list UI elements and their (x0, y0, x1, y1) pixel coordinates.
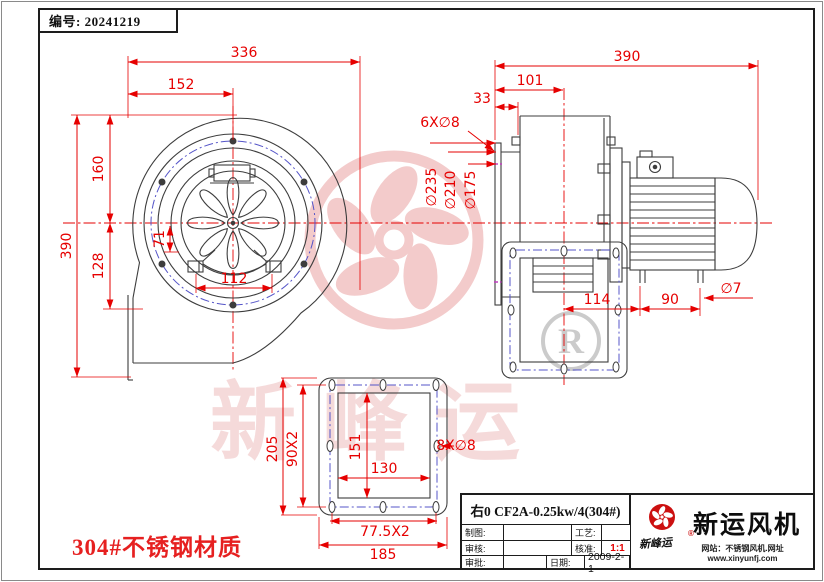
dim-151: 151 (348, 434, 364, 461)
serial-number-box: 编号: 20241219 (38, 8, 178, 33)
company-site-line1: 网站：不锈钢风机.网址 (701, 544, 784, 553)
motor (629, 150, 758, 283)
side-view: 390 101 33 6X∅8 ∅235 ∅210 ∅175 114 90 ∅7 (420, 49, 759, 385)
inlet-flange-plate (494, 142, 502, 306)
approver-value (504, 556, 547, 569)
dim-flange-holes: 8X∅8 (436, 438, 476, 454)
approver-label: 审批: (462, 556, 504, 569)
front-view: 336 152 390 160 128 112 71 (59, 45, 361, 381)
scale-value: 1:1 (602, 541, 630, 556)
drafter-value (504, 525, 572, 541)
dim-114: 114 (584, 292, 611, 308)
ratify-label: 核准: (572, 541, 602, 556)
mounting-feet (187, 249, 282, 275)
watermark-fan-logo (304, 150, 484, 330)
dim-152: 152 (168, 77, 195, 93)
process-value (602, 525, 630, 541)
brand-script-name: 新峰运 (638, 536, 673, 552)
dim-390-side: 390 (614, 49, 641, 65)
dim-d235: ∅235 (424, 168, 440, 207)
outlet-flange-side (501, 241, 628, 379)
dim-775x2: 77.5X2 (360, 524, 410, 540)
dim-112: 112 (221, 271, 248, 287)
front-bolt-holes (158, 137, 308, 309)
date-value: 2009-2-1 (585, 551, 630, 575)
dim-d210: ∅210 (443, 171, 459, 210)
checker-label: 审核: (462, 541, 504, 556)
checker-value (504, 541, 572, 556)
drawing-frame (38, 8, 815, 570)
dim-336: 336 (231, 45, 258, 61)
front-bolt-circle (150, 140, 316, 306)
company-site-line2: www.xinyunfj.com (707, 554, 778, 563)
watermark-registered-mark: R (541, 311, 601, 371)
dim-d7: ∅7 (720, 281, 741, 297)
title-block: 右0 CF2A-0.25kw/4(304#) 制图: 工艺: 审核: 核准: 1… (460, 493, 815, 575)
process-label: 工艺: (572, 525, 602, 541)
dim-101: 101 (517, 73, 544, 89)
impeller-blades (187, 177, 279, 269)
nameplate (208, 164, 256, 184)
dim-71: 71 (152, 230, 168, 248)
date-label: 日期: (547, 556, 585, 569)
motor-mount-bracket (597, 147, 631, 283)
dim-185: 185 (370, 547, 397, 563)
dim-130: 130 (371, 461, 398, 477)
dim-390: 390 (59, 233, 75, 260)
terminal-box (636, 156, 674, 179)
dim-128: 128 (91, 253, 107, 280)
dim-90: 90 (661, 292, 679, 308)
flange-bolt-holes (326, 379, 441, 513)
dim-90x2: 90X2 (285, 431, 301, 467)
brand-registered-mark: ® (688, 529, 694, 538)
drafter-label: 制图: (462, 525, 504, 541)
brand-panel: 新峰运 ® 新运风机 网站：不锈钢风机.网址 www.xinyunfj.com (630, 495, 814, 568)
company-fan-logo-icon (649, 504, 675, 530)
dim-160: 160 (91, 156, 107, 183)
dim-inlet-holes: 6X∅8 (420, 115, 460, 131)
flange-view: 205 90X2 151 130 8X∅8 77.5X2 185 (265, 377, 476, 563)
watermark-logo-blades (327, 166, 469, 310)
company-name: 新运风机 (693, 512, 802, 539)
material-note: 304#不锈钢材质 (72, 535, 242, 560)
dim-d175: ∅175 (463, 171, 479, 210)
drawing-title: 右0 CF2A-0.25kw/4(304#) (462, 495, 630, 525)
flange-bolt-line (329, 384, 438, 508)
dim-205: 205 (265, 436, 281, 463)
dim-33: 33 (473, 91, 491, 107)
